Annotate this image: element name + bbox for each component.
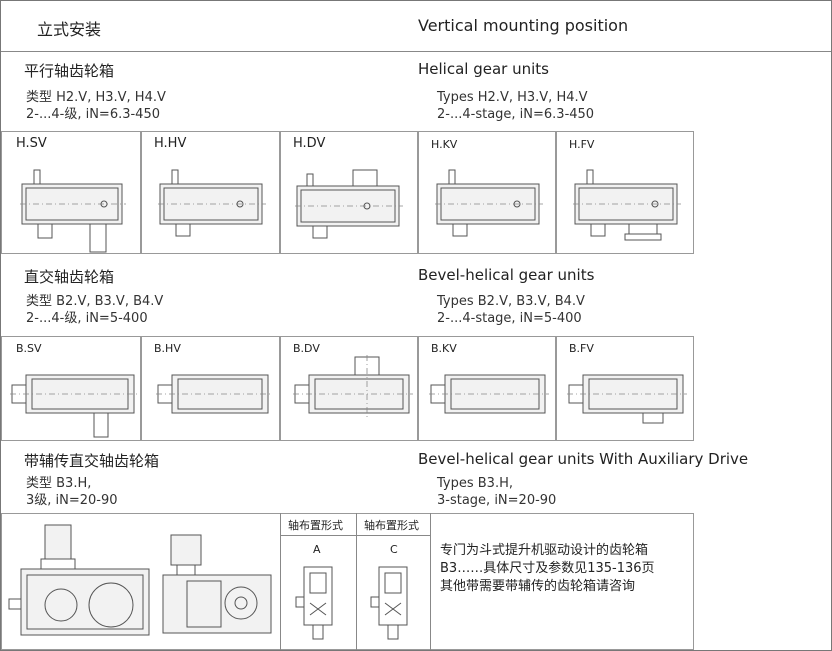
aux-divider-2 (356, 513, 357, 650)
cell-label: H.HV (154, 136, 187, 151)
gearbox-drawing-b-sv (10, 374, 138, 438)
gearbox-drawing-h-dv (295, 169, 403, 239)
bevel-cell-hv: B.HV (141, 336, 280, 441)
cell-label: H.KV (431, 138, 458, 151)
bevel-cell-sv: B.SV (1, 336, 141, 441)
cell-label: B.DV (293, 342, 320, 355)
arrangement-c-drawing (370, 566, 408, 640)
helical-title-cn: 平行轴齿轮箱 (24, 62, 115, 80)
bevel-types-en: Types B2.V, B3.V, B4.V (437, 294, 585, 309)
arrangement-label-2: 轴布置形式 (364, 519, 419, 532)
gearbox-drawing-h-sv (20, 169, 126, 253)
aux-divider-1 (280, 513, 281, 650)
helical-cell-kv: H.KV (418, 131, 556, 254)
helical-cell-sv: H.SV (1, 131, 141, 254)
helical-cell-hv: H.HV (141, 131, 280, 254)
header-title-cn: 立式安装 (37, 20, 102, 39)
cell-label: B.HV (154, 342, 181, 355)
arrangement-a-drawing (295, 566, 333, 640)
aux-drawing-block (1, 513, 694, 650)
cell-label: B.FV (569, 342, 594, 355)
cell-label: H.SV (16, 136, 47, 151)
aux-types-en: Types B3.H, (437, 476, 513, 491)
header-title-en: Vertical mounting position (418, 16, 629, 35)
aux-note-line-1: 专门为斗式提升机驱动设计的齿轮箱 (440, 543, 649, 558)
bevel-cell-dv: B.DV (280, 336, 418, 441)
bevel-stages-cn: 2-...4-级, iN=5-400 (26, 311, 148, 326)
arrangement-header-divider (280, 535, 430, 536)
helical-cell-dv: H.DV (280, 131, 418, 254)
cell-label: H.DV (293, 136, 326, 151)
helical-stages-cn: 2-...4-级, iN=6.3-450 (26, 107, 160, 122)
helical-types-cn: 类型 H2.V, H3.V, H4.V (26, 90, 166, 105)
gearbox-drawing-b-kv (429, 374, 549, 414)
bevel-title-en: Bevel-helical gear units (418, 266, 595, 284)
aux-note-line-3: 其他带需要带辅传的齿轮箱请咨询 (440, 579, 636, 594)
aux-note-line-2: B3……具体尺寸及参数见135-136页 (440, 561, 655, 576)
aux-stages-en: 3-stage, iN=20-90 (437, 493, 557, 508)
helical-title-en: Helical gear units (418, 60, 549, 78)
bevel-cell-fv: B.FV (556, 336, 694, 441)
arrangement-c-label: C (390, 543, 398, 556)
gearbox-drawing-h-hv (158, 169, 266, 237)
gearbox-drawing-b-hv (156, 374, 272, 414)
aux-gearbox-drawing (8, 524, 272, 636)
bevel-title-cn: 直交轴齿轮箱 (24, 268, 115, 286)
cell-label: H.FV (569, 138, 595, 151)
gearbox-drawing-h-kv (435, 169, 543, 237)
gearbox-drawing-b-fv (567, 374, 687, 424)
bevel-types-cn: 类型 B2.V, B3.V, B4.V (26, 294, 164, 309)
arrangement-a-label: A (313, 543, 321, 556)
aux-title-cn: 带辅传直交轴齿轮箱 (24, 452, 160, 470)
cell-label: B.SV (16, 342, 42, 355)
gearbox-drawing-h-fv (573, 169, 681, 241)
aux-divider-3 (430, 513, 431, 650)
helical-types-en: Types H2.V, H3.V, H4.V (437, 90, 588, 105)
arrangement-label-1: 轴布置形式 (288, 519, 343, 532)
bevel-cell-kv: B.KV (418, 336, 556, 441)
cell-label: B.KV (431, 342, 457, 355)
helical-cell-fv: H.FV (556, 131, 694, 254)
aux-types-cn: 类型 B3.H, (26, 476, 92, 491)
bevel-stages-en: 2-...4-stage, iN=5-400 (437, 311, 582, 326)
aux-stages-cn: 3级, iN=20-90 (26, 493, 118, 508)
aux-title-en: Bevel-helical gear units With Auxiliary … (418, 450, 749, 468)
gearbox-drawing-b-dv (293, 355, 413, 417)
helical-stages-en: 2-...4-stage, iN=6.3-450 (437, 107, 595, 122)
header-divider (1, 51, 831, 52)
